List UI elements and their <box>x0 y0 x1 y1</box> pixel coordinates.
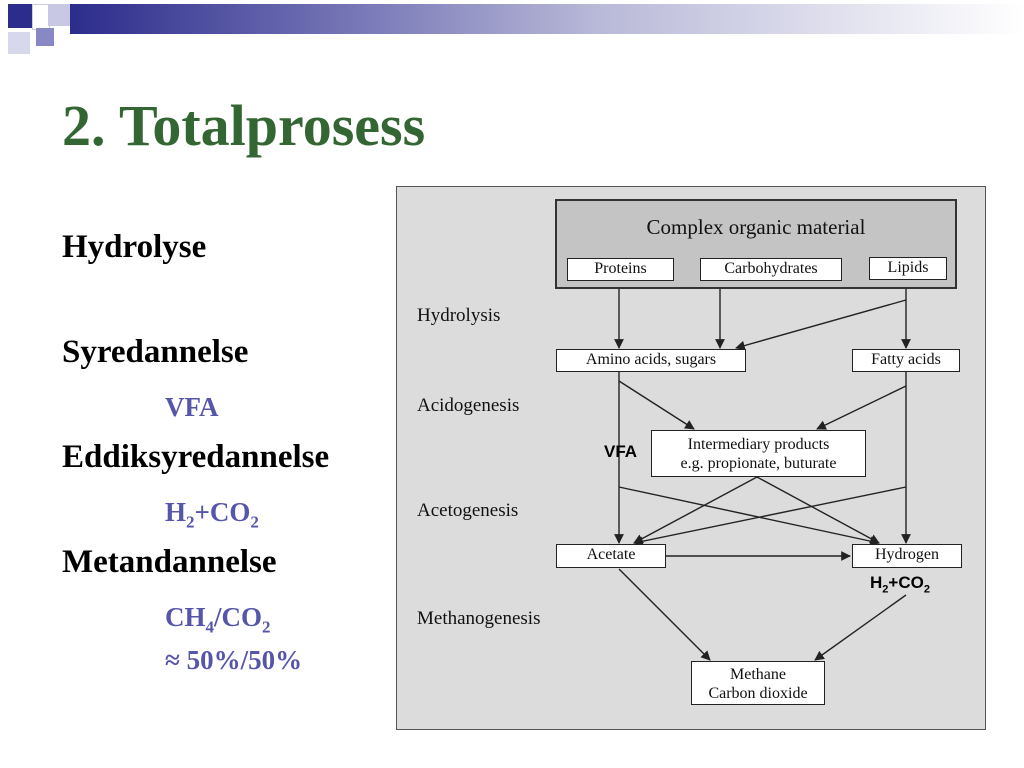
diagram-arrows <box>614 281 911 661</box>
sub-ch4-co2: CH4/CO2 <box>165 602 271 637</box>
carbon-dioxide-label: Carbon dioxide <box>708 685 808 702</box>
decor-header-bar <box>70 4 1024 34</box>
decor-square <box>48 4 70 26</box>
sub-vfa: VFA <box>165 392 219 422</box>
hydrogen-box: Hydrogen <box>852 544 962 568</box>
proteins-box: Proteins <box>567 258 674 281</box>
bullet-syredannelse: Syredannelse <box>62 334 249 370</box>
stage-acidogenesis: Acidogenesis <box>417 395 520 416</box>
slide-title: 2. Totalprosess <box>62 93 426 158</box>
vfa-annotation: VFA <box>604 442 638 461</box>
acetate-box: Acetate <box>556 544 666 568</box>
intermediary-products-line1: Intermediary products <box>687 436 830 453</box>
carbohydrates-box: Carbohydrates <box>700 258 842 281</box>
sub-ratio: ≈ 50%/50% <box>165 645 303 675</box>
intermediary-products-box: Intermediary products e.g. propionate, b… <box>651 430 866 477</box>
decor-square <box>8 32 30 54</box>
amino-acids-sugars-box: Amino acids, sugars <box>556 349 746 372</box>
fatty-acids-box: Fatty acids <box>852 349 960 372</box>
h2-co2-annotation: H2+CO2 <box>870 573 930 596</box>
stage-methanogenesis: Methanogenesis <box>417 608 541 629</box>
methane-co2-box: Methane Carbon dioxide <box>691 661 825 705</box>
bullet-hydrolyse: Hydrolyse <box>62 229 207 265</box>
decor-square <box>8 4 32 28</box>
intermediary-products-line2: e.g. propionate, buturate <box>680 455 837 472</box>
lipids-box: Lipids <box>869 257 947 280</box>
methane-label: Methane <box>730 666 786 683</box>
stage-hydrolysis: Hydrolysis <box>417 305 501 326</box>
bullet-eddiksyredannelse: Eddiksyredannelse <box>62 439 330 475</box>
sub-h2-co2: H2+CO2 <box>165 497 259 532</box>
bullet-metandannelse: Metandannelse <box>62 544 277 580</box>
complex-organic-material-label: Complex organic material <box>646 215 866 239</box>
stage-acetogenesis: Acetogenesis <box>417 500 519 521</box>
anaerobic-digestion-diagram: Complex organic material Proteins Carboh… <box>396 186 986 730</box>
decor-square <box>36 28 54 46</box>
